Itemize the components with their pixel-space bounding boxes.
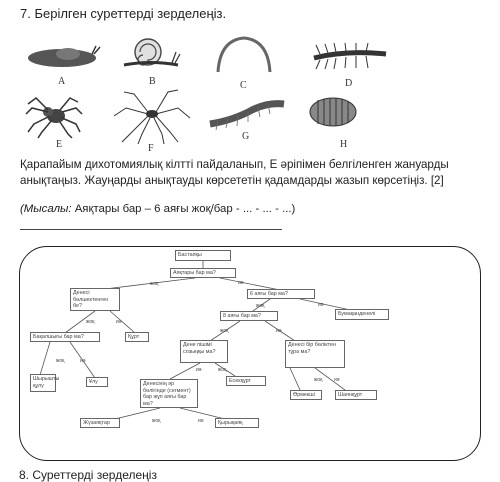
key-node-tick: Шаянқұрт <box>335 390 377 400</box>
edge-yes-5: иә <box>276 328 282 334</box>
edge-no-1: жоқ <box>150 281 159 287</box>
edge-no-4: жоқ <box>56 358 65 364</box>
next-question-title: 8. Суреттерді зерделеңіз <box>19 468 157 482</box>
woodlouse-image <box>309 97 357 127</box>
worm-image <box>216 36 272 73</box>
key-node-shell: Бақалшығы бар ма? <box>30 332 100 342</box>
snail-image <box>123 38 181 67</box>
letter-g: G <box>242 131 250 142</box>
edge-no-2: жоқ <box>86 319 95 325</box>
question-instruction: Қарапайым дихотомиялық кілтті пайдаланып… <box>20 158 449 187</box>
dichotomous-key-frame <box>19 246 481 461</box>
centipede-image <box>209 100 285 131</box>
edge-no-6: жоқ <box>218 367 227 373</box>
key-node-snail: Шырышты құлу <box>30 374 59 392</box>
harvestman-image <box>113 89 191 144</box>
millipede-image <box>313 42 387 70</box>
letter-c: C <box>240 80 247 91</box>
key-node-body-segmented: Денесі бөлшектенген бе? <box>70 288 120 311</box>
edge-no-3: жоқ <box>256 303 265 309</box>
letter-d: D <box>345 78 353 89</box>
slug-image <box>28 45 101 67</box>
key-node-body-long: Дене пішімі созыңқы ма? <box>180 340 228 363</box>
spider-image <box>25 97 83 139</box>
key-node-eight-legs: 8 аяғы бар ма? <box>220 311 278 321</box>
edge-yes-4: иә <box>80 358 86 364</box>
edge-yes-7: иә <box>334 377 340 383</box>
key-node-segment-legs: Денесінің әр бөлігінде (сегмент) бар жұп… <box>140 379 198 408</box>
answer-line <box>20 229 282 230</box>
answer-example: (Мысалы: Аяқтары бар – 6 аяғы жоқ/бар - … <box>20 203 295 215</box>
letter-f: F <box>148 143 154 154</box>
example-text: Аяқтары бар – 6 аяғы жоқ/бар - ... - ...… <box>71 203 296 215</box>
edge-no-5: жоқ <box>220 328 229 334</box>
key-node-start: Бастапқы <box>175 250 231 261</box>
edge-yes-3: иә <box>318 302 324 308</box>
key-node-bumblebee: Бумақанденелі <box>335 309 389 320</box>
key-node-legs: Аяқтары бар ма? <box>170 268 236 278</box>
letter-e: E <box>56 139 63 150</box>
key-node-millipede: Қырықаяқ <box>215 418 259 428</box>
key-node-harvestman: Өрмекші <box>290 390 322 400</box>
edge-yes-8: иә <box>198 418 204 424</box>
letter-b: B <box>149 76 156 87</box>
key-node-centipede: Жүзаяқтар <box>80 418 120 428</box>
letter-a: A <box>58 76 66 87</box>
edge-yes-1: иә <box>238 280 244 286</box>
key-node-woodlouse: Есекқұрт <box>226 376 266 386</box>
key-node-six-legs: 6 аяғы бар ма? <box>247 289 315 299</box>
example-lead: (Мысалы: <box>20 203 72 215</box>
key-node-slug: Ұлу <box>86 377 108 387</box>
edge-yes-6: иә <box>196 367 202 373</box>
question-title: 7. Берілген суреттерді зерделеңіз. <box>20 6 227 21</box>
key-node-body-divided: Денесі бір бөліктен тұра ма? <box>285 340 345 368</box>
edge-no-7: жоқ <box>314 377 323 383</box>
edge-yes-2: иә <box>116 319 122 325</box>
key-node-worm: Құрт <box>125 332 149 342</box>
edge-no-8: жоқ <box>152 418 161 424</box>
letter-h: H <box>340 139 348 150</box>
